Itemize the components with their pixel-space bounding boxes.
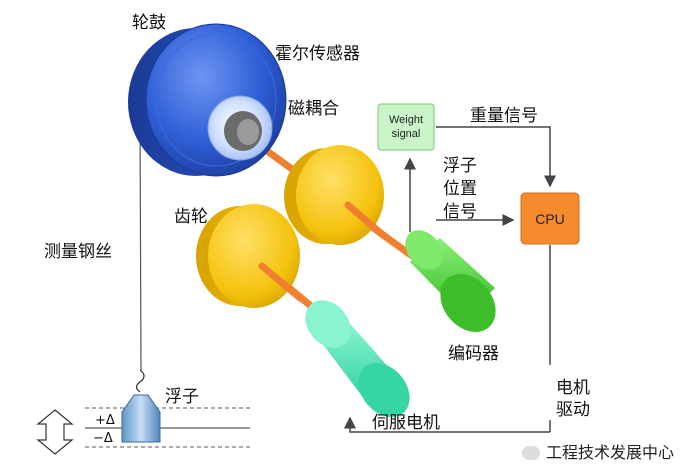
- weight-signal-box: [377, 103, 435, 151]
- lower-gear: [208, 204, 300, 308]
- magnetic-coupling-core: [237, 119, 259, 145]
- measuring-wire: [139, 117, 142, 371]
- upper-gear: [296, 145, 384, 245]
- upper-gear-shaft-front: [344, 201, 388, 240]
- cpu-box: [520, 192, 580, 245]
- float-position-signal-label-3: 信号: [443, 202, 477, 222]
- level-range-double-arrow: [36, 409, 74, 455]
- servo-motor-face: [358, 363, 410, 417]
- minus-delta-label: −Δ: [93, 431, 113, 446]
- servo-motor-end: [305, 300, 351, 348]
- motor-drive-label-1: 电机: [556, 378, 590, 398]
- gear-label: 齿轮: [174, 207, 208, 227]
- drum-label: 轮鼓: [132, 13, 166, 33]
- hall-sensor-label: 霍尔传感器: [275, 44, 360, 64]
- float-position-signal-label-2: 位置: [443, 179, 477, 199]
- float-hook: [135, 369, 145, 393]
- weight-to-cpu-arrow: [436, 126, 556, 188]
- drive-to-servo-arrow: [344, 416, 550, 433]
- plus-delta-label: +Δ: [95, 413, 115, 428]
- wire-label: 测量钢丝: [44, 242, 112, 262]
- magnetic-coupling-label: 磁耦合: [288, 99, 339, 119]
- weight-box-line-1: Weight: [388, 114, 424, 126]
- float-label: 浮子: [165, 387, 199, 407]
- drum-groove: [155, 33, 277, 167]
- drum: [145, 23, 287, 177]
- motor-drive-label-2: 驱动: [556, 400, 590, 420]
- watermark-text: 工程技术发展中心: [546, 443, 675, 462]
- encoder-label: 编码器: [448, 344, 499, 364]
- float: [121, 394, 161, 443]
- encoder-end: [405, 230, 443, 270]
- weight-box-line-2: signal: [391, 128, 421, 140]
- weight-signal-label: 重量信号: [470, 106, 538, 126]
- cpu-label: CPU: [535, 211, 565, 227]
- watermark: 工程技术发展中心: [522, 439, 674, 463]
- encoder-face: [440, 274, 496, 332]
- float-position-signal-label-1: 浮子: [443, 156, 477, 176]
- lower-gear-shaft-front: [258, 262, 304, 302]
- wechat-icon: [522, 446, 540, 460]
- servo-motor-label: 伺服电机: [372, 413, 440, 433]
